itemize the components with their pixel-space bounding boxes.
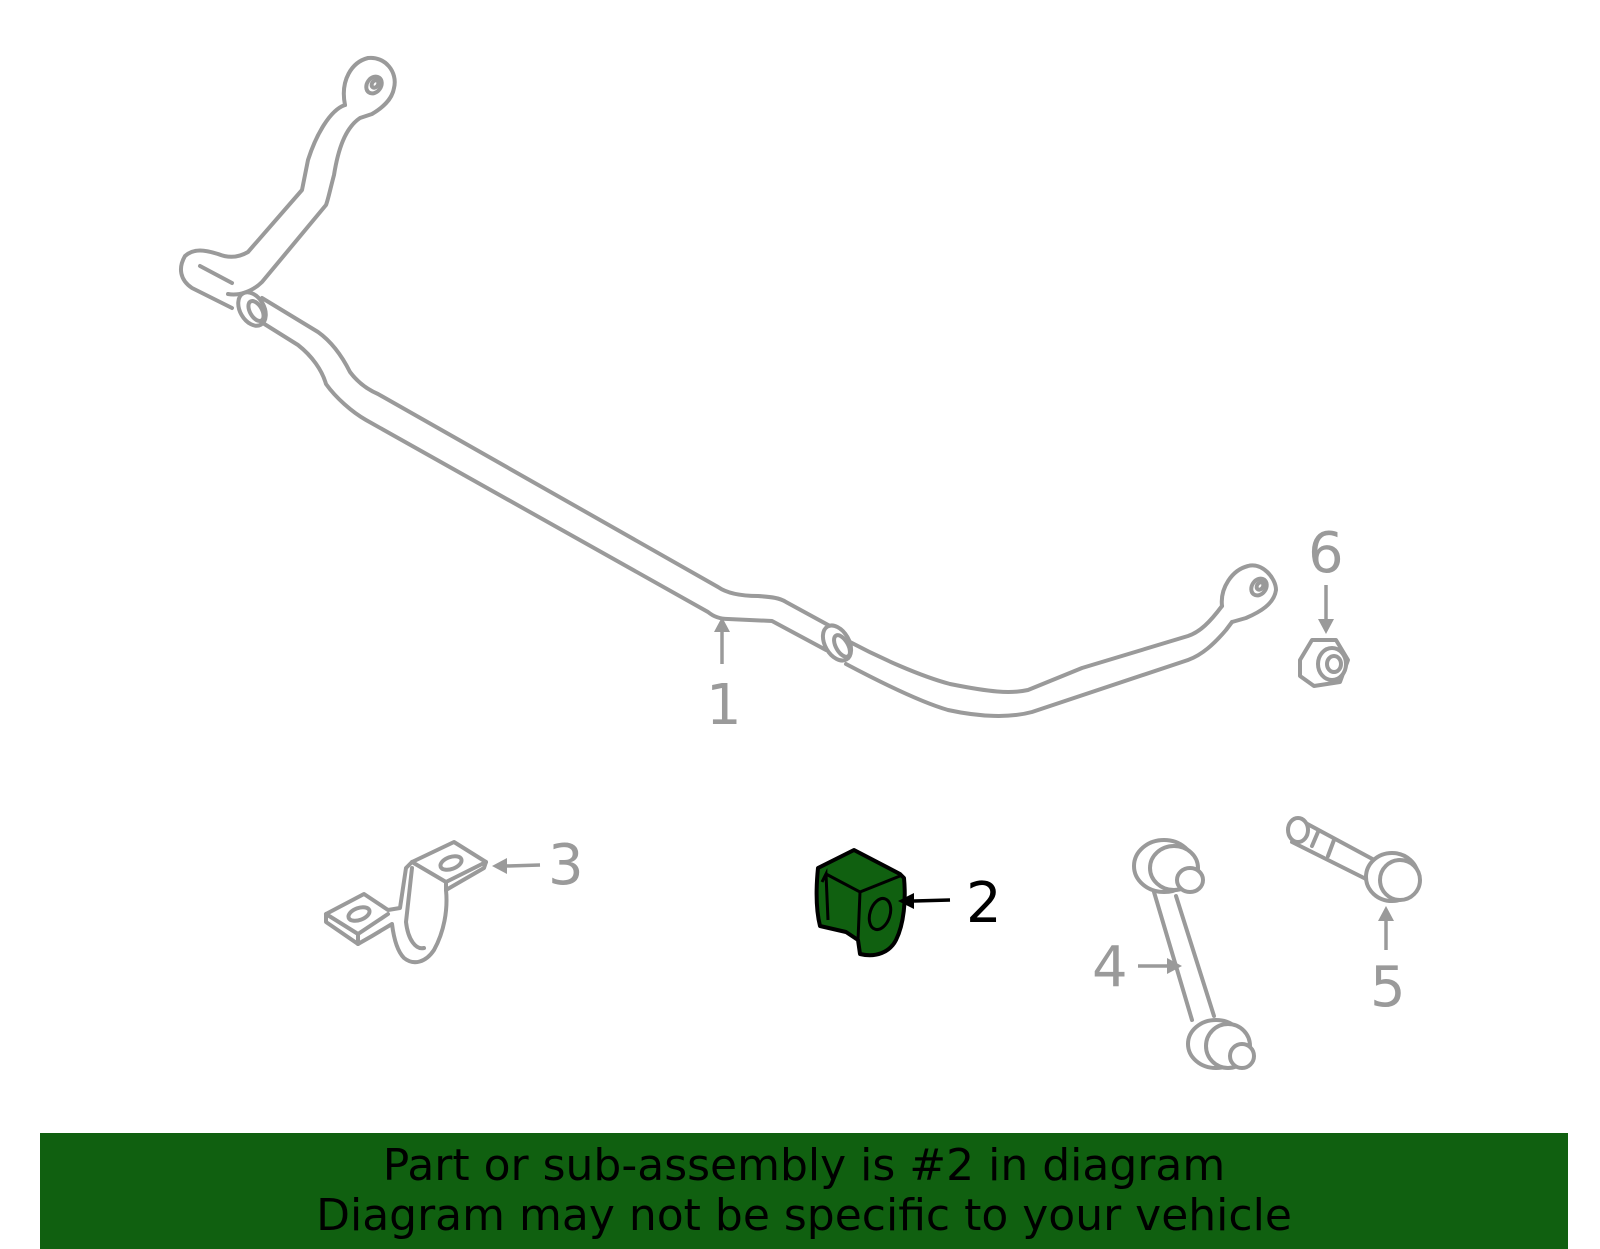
banner-line-part-number: Part or sub-assembly is #2 in diagram [382, 1140, 1226, 1191]
callout-1: 1 [706, 673, 742, 738]
bolt-part-5 [1286, 816, 1422, 903]
banner-line-disclaimer: Diagram may not be specific to your vehi… [316, 1190, 1292, 1241]
bracket-part-3 [324, 840, 488, 965]
callout-5: 5 [1370, 955, 1406, 1020]
stabilizer-bar-part-1 [178, 55, 1278, 718]
stabilizer-link-part-4 [1132, 838, 1256, 1070]
callout-2: 2 [966, 871, 1002, 936]
leader-arrows [492, 585, 1394, 974]
bushing-part-2[interactable] [814, 848, 907, 958]
callout-6: 6 [1308, 521, 1344, 586]
callout-4: 4 [1092, 935, 1128, 1000]
nut-part-6 [1298, 638, 1350, 688]
info-banner: Part or sub-assembly is #2 in diagram Di… [40, 1133, 1568, 1249]
callout-3: 3 [548, 833, 584, 898]
